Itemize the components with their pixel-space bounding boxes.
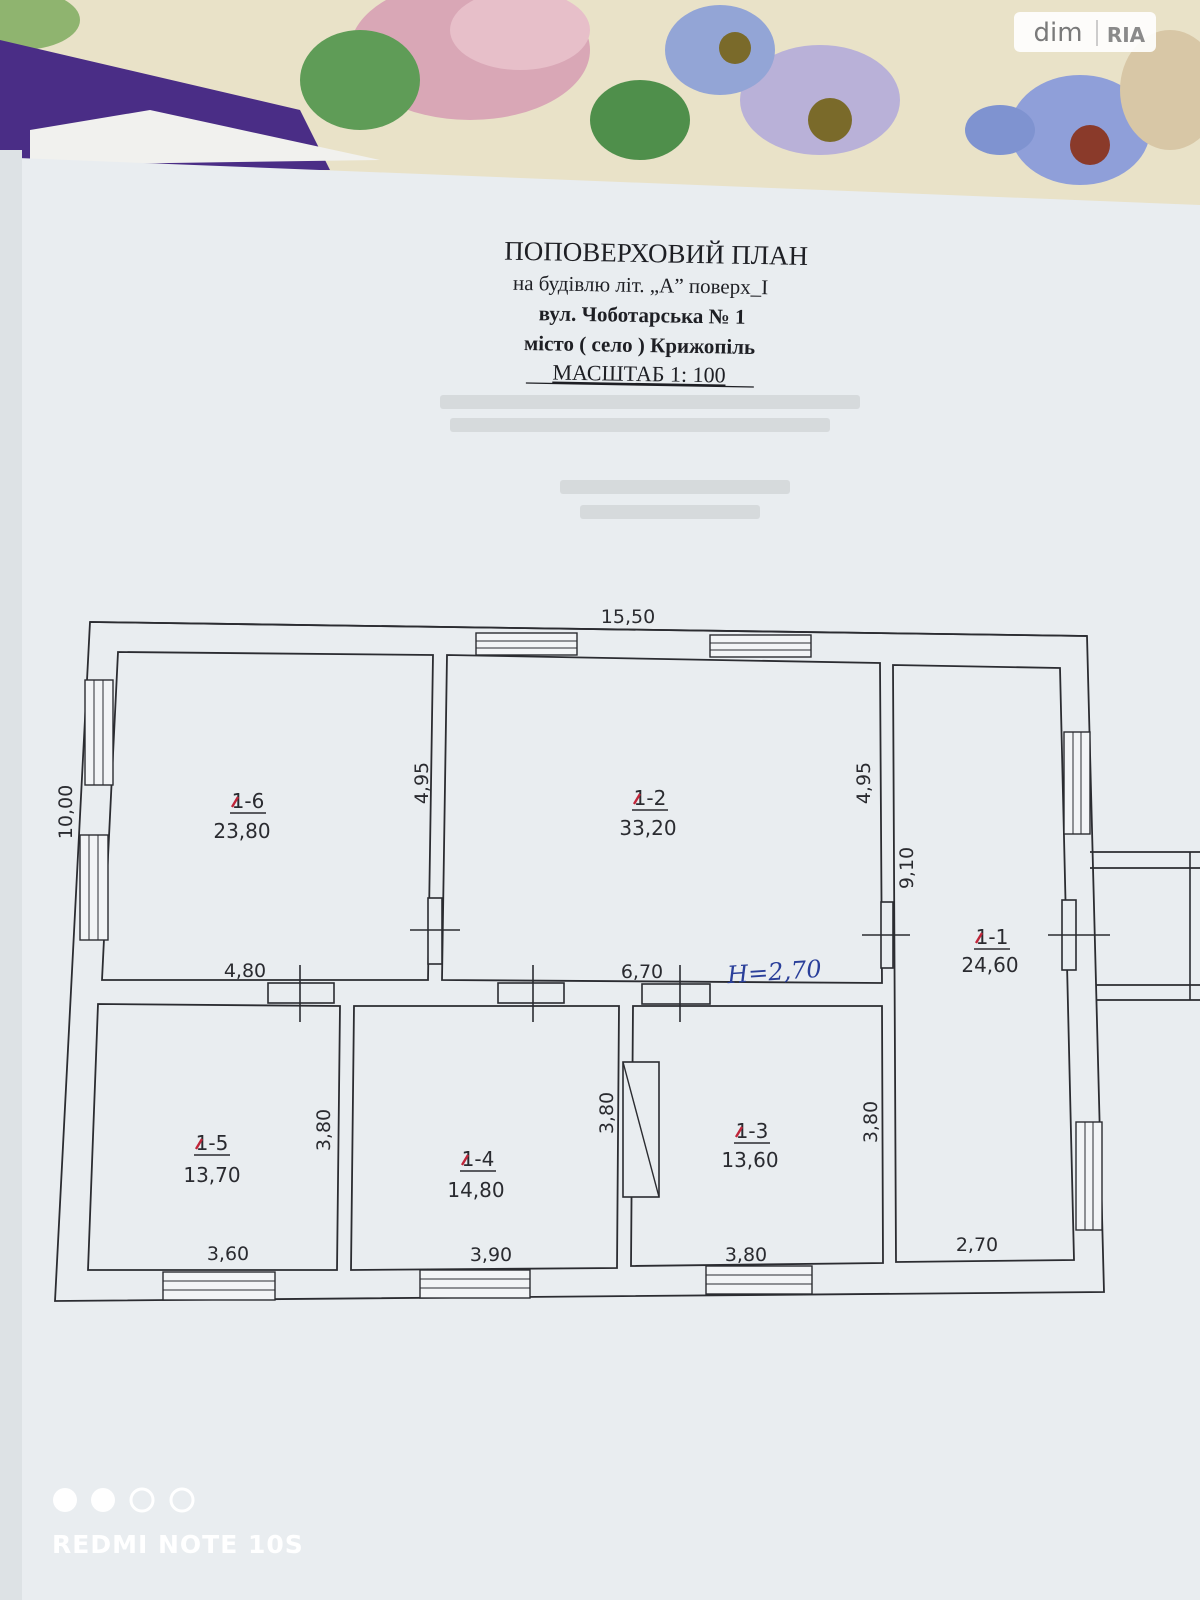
watermark-badge: dim RIA [1014,12,1156,52]
room-1-1-outline [892,664,1075,1263]
plan-title: ПОПОВЕРХОВИЙ ПЛАН [504,236,808,271]
window-left-2 [79,834,109,941]
dim-room3-left: 3,80 [596,1092,618,1134]
room-label-1-1: 1-1 24,60 [961,925,1018,977]
dim-room3-right: 3,80 [860,1101,882,1143]
watermark-dim: dim [1033,18,1082,48]
dim-room4-bottom: 3,90 [470,1244,512,1266]
room-label-1-4: 1-4 14,80 [447,1147,504,1202]
camera-label: REDMI NOTE 10S [52,1530,304,1559]
dim-room2-right: 4,95 [853,762,875,804]
building-line: на будівлю літ. „А” поверх_I [513,271,769,299]
room-1-2-outline [441,654,883,984]
paper-sheet [0,158,1200,1600]
handwritten-height: H=2,70 [725,955,822,990]
room-1-4-outline [350,1005,620,1271]
doors [267,897,1110,1022]
room-label-1-5: 1-5 13,70 [183,1131,240,1187]
dim-room5-right: 3,80 [313,1109,335,1151]
dot-4 [169,1487,195,1513]
dim-corridor-right: 9,10 [896,847,918,889]
window-top-1 [475,632,578,656]
svg-text:1-1: 1-1 [976,925,1009,949]
dim-room5-bottom: 3,60 [207,1243,249,1265]
camera-watermark: REDMI NOTE 10S [52,1487,304,1559]
room-label-1-6: 1-6 23,80 [213,789,270,843]
street-line: вул. Чоботарська № 1 [538,301,745,329]
dot-3 [129,1487,155,1513]
dim-room1-bottom: 2,70 [956,1234,998,1256]
paper-edge [30,110,380,165]
svg-text:14,80: 14,80 [447,1178,504,1202]
dot-1 [53,1488,77,1512]
svg-text:1-6: 1-6 [232,789,265,813]
svg-text:13,70: 13,70 [183,1163,240,1187]
window-bottom-3 [705,1265,813,1295]
room-label-1-3: 1-3 13,60 [721,1119,778,1172]
window-bottom-1 [162,1271,276,1301]
red-marks [194,793,984,1166]
window-top-2 [709,634,812,658]
room-1-5-outline [87,1003,341,1271]
dim-room6-right: 4,95 [411,762,433,804]
bleed-through [440,395,860,519]
window-right-1 [1063,731,1091,835]
floor-plan: 15,50 10,00 4,95 4,95 9,10 4,80 6,70 3,8… [54,606,1200,1302]
svg-text:1-3: 1-3 [736,1119,769,1143]
city-line: місто ( село ) Крижопіль [524,331,756,359]
svg-text:1-4: 1-4 [462,1147,495,1171]
room-label-1-2: 1-2 33,20 [619,786,676,840]
window-left-1 [84,679,114,786]
plan-header: ПОПОВЕРХОВИЙ ПЛАН на будівлю літ. „А” по… [504,236,808,388]
svg-text:24,60: 24,60 [961,953,1018,977]
dot-2 [91,1488,115,1512]
svg-text:33,20: 33,20 [619,816,676,840]
svg-text:23,80: 23,80 [213,819,270,843]
scale-line: МАСШТАБ 1: 100 [552,359,726,387]
dim-room3-bottom: 3,80 [725,1244,767,1266]
dim-room6-bottom: 4,80 [224,960,266,982]
dim-left-total: 10,00 [55,785,77,839]
svg-text:1-2: 1-2 [634,786,667,810]
dim-top-total: 15,50 [601,606,655,628]
watermark-ria: RIA [1107,23,1146,47]
window-bottom-2 [419,1269,531,1299]
paper-left-fold [0,150,22,1600]
svg-text:1-5: 1-5 [196,1131,229,1155]
dim-room2-bottom: 6,70 [621,961,663,983]
window-right-2 [1075,1121,1103,1231]
svg-text:13,60: 13,60 [721,1148,778,1172]
